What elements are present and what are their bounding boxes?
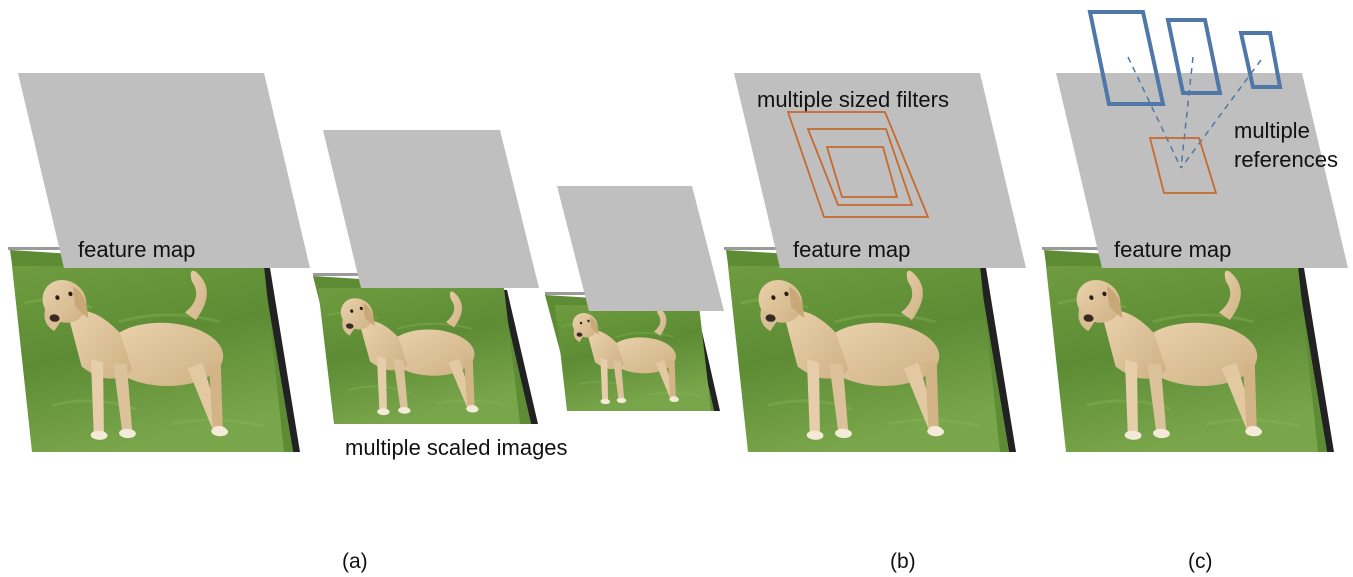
multiple-sized-filters-label: multiple sized filters (757, 87, 949, 112)
reference-lines (1127, 56, 1262, 169)
dog-image-large-a (8, 247, 300, 454)
feature-map-label-c: feature map (1114, 237, 1231, 262)
reference-box-medium (1165, 18, 1223, 95)
feature-map-a3 (557, 186, 724, 311)
dog-image-c (1042, 247, 1334, 454)
panel-b: multiple sized filters feature map (b) (724, 73, 1026, 573)
feature-map-label-b: feature map (793, 237, 910, 262)
panel-label-a: (a) (342, 550, 368, 573)
reference-anchor-box (1148, 137, 1218, 194)
dog-image-b (724, 247, 1016, 454)
reference-box-small (1238, 31, 1283, 89)
panel-label-c: (c) (1188, 550, 1213, 573)
dog-photo-icon (554, 304, 712, 412)
reference-box-large (1087, 10, 1166, 106)
dog-photo-icon (1044, 264, 1320, 454)
panel-label-b: (b) (890, 550, 916, 573)
multiple-scaled-images-label: multiple scaled images (345, 435, 568, 460)
panel-a: feature map multiple scaled images (a) (8, 73, 724, 573)
feature-map-b (734, 73, 1026, 268)
dog-image-medium (313, 273, 538, 426)
feature-map-a1 (18, 73, 310, 268)
feature-map-a2 (323, 130, 539, 288)
dog-photo-icon (726, 264, 1002, 454)
multiple-references-label-line1: multiple (1234, 118, 1310, 143)
multiple-references-label-line2: references (1234, 147, 1338, 172)
filter-medium (806, 128, 914, 206)
filter-small (825, 146, 899, 198)
panel-c: multiple references feature map (c) (1042, 10, 1348, 573)
dog-photo-icon (10, 264, 286, 454)
feature-map-label-a: feature map (78, 237, 195, 262)
feature-map-c (1056, 73, 1348, 268)
dog-photo-icon (316, 286, 522, 426)
filter-large (786, 111, 930, 218)
